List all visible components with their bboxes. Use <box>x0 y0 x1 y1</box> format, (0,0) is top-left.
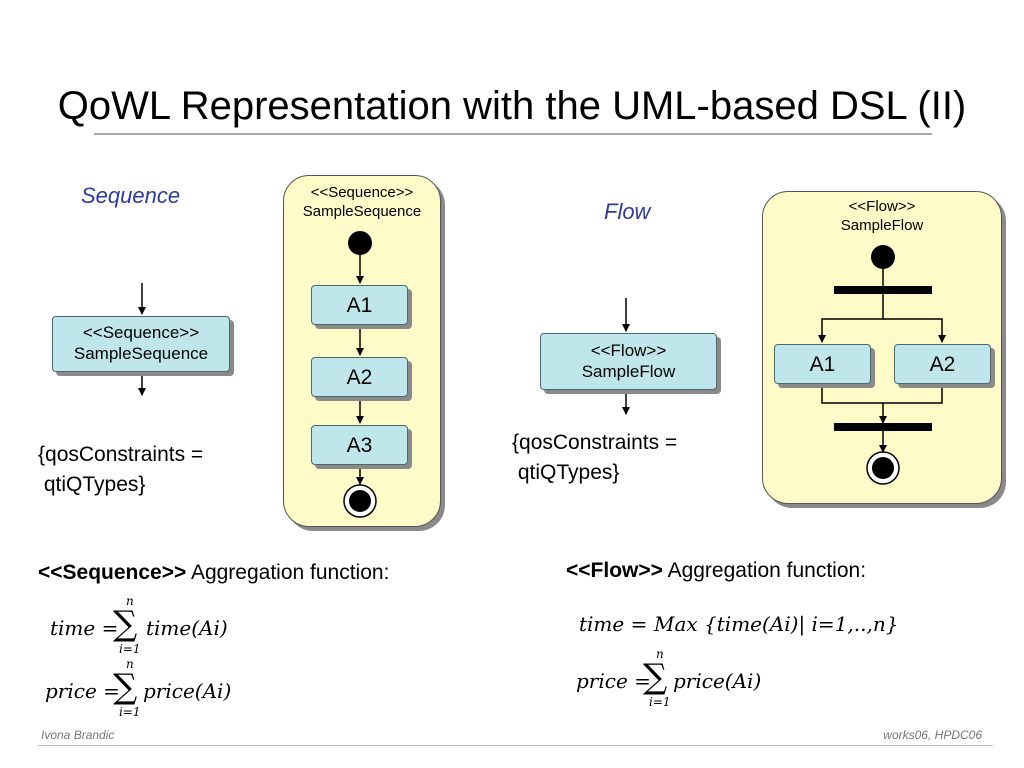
flow-time-lhs: time = <box>579 612 648 636</box>
flow-join-bar <box>834 423 932 431</box>
seq-price-sigma: ∑ <box>113 667 138 707</box>
sequence-constraint: {qosConstraints = qtiQTypes} <box>38 443 204 496</box>
flow-aggregation-text: Aggregation function: <box>662 559 867 582</box>
seq-time-lower: i=1 <box>119 642 141 656</box>
flow-constraint: {qosConstraints = qtiQTypes} <box>512 431 678 484</box>
flow-activity-a2: A2 <box>894 344 991 384</box>
footer-divider <box>38 745 993 746</box>
sequence-container-stereotype: <<Sequence>> <box>310 184 414 201</box>
sequence-container-header: <<Sequence>> SampleSequence <box>283 183 441 221</box>
sequence-node-name: SampleSequence <box>73 344 209 363</box>
flow-price-sigma: ∑ <box>643 657 668 697</box>
flow-final-node-dot <box>872 457 894 479</box>
seq-activity-a2: A2 <box>311 357 408 397</box>
flow-price-rhs: price(Ai) <box>673 669 762 693</box>
sequence-aggregation-keyword: <<Sequence>> <box>38 561 187 584</box>
sequence-aggregation-heading: <<Sequence>> Aggregation function: <box>38 561 389 585</box>
seq-time-upper: n <box>126 594 134 608</box>
flow-time-rhs: Max {time(Ai)| i=1,..,n} <box>654 612 899 636</box>
seq-price-lower: i=1 <box>119 705 141 719</box>
seq-time-rhs: time(Ai) <box>146 616 228 640</box>
flow-aggregation-keyword: <<Flow>> <box>566 559 663 582</box>
sequence-label: Sequence <box>81 183 181 208</box>
flow-price-lower: i=1 <box>649 695 671 709</box>
seq-final-node-dot <box>349 490 371 512</box>
flow-container-name: SampleFlow <box>840 217 924 234</box>
flow-aggregation-heading: <<Flow>> Aggregation function: <box>566 559 866 583</box>
seq-time-lhs: time = <box>50 616 119 640</box>
flow-node-stereotype: <<Flow>> <box>590 341 667 360</box>
seq-initial-node <box>348 231 372 255</box>
title-divider <box>94 133 932 135</box>
sequence-node-stereotype: <<Sequence>> <box>82 323 200 342</box>
seq-price-lhs: price = <box>45 679 120 703</box>
seq-price-rhs: price(Ai) <box>143 679 232 703</box>
flow-initial-node <box>871 245 895 269</box>
flow-node-name: SampleFlow <box>581 362 676 381</box>
slide-title: QoWL Representation with the UML-based D… <box>57 84 967 128</box>
flow-container-header: <<Flow>> SampleFlow <box>762 197 1002 235</box>
flow-fork-bar <box>834 286 932 294</box>
sequence-aggregation-text: Aggregation function: <box>186 561 390 584</box>
seq-price-upper: n <box>126 657 134 671</box>
footer-venue: works06, HPDC06 <box>883 728 982 742</box>
sequence-container-name: SampleSequence <box>302 203 422 220</box>
seq-time-sigma: ∑ <box>113 604 138 644</box>
seq-activity-a1: A1 <box>311 285 408 325</box>
flow-container-stereotype: <<Flow>> <box>848 198 916 215</box>
seq-activity-a3: A3 <box>311 425 408 465</box>
flow-price-lhs: price = <box>576 669 651 693</box>
footer-author: Ivona Brandic <box>41 728 115 742</box>
flow-activity-a1: A1 <box>774 344 871 384</box>
flow-price-upper: n <box>656 647 664 661</box>
sequence-node: <<Sequence>> SampleSequence <box>52 316 230 372</box>
flow-node: <<Flow>> SampleFlow <box>540 333 717 390</box>
flow-label: Flow <box>604 199 651 224</box>
